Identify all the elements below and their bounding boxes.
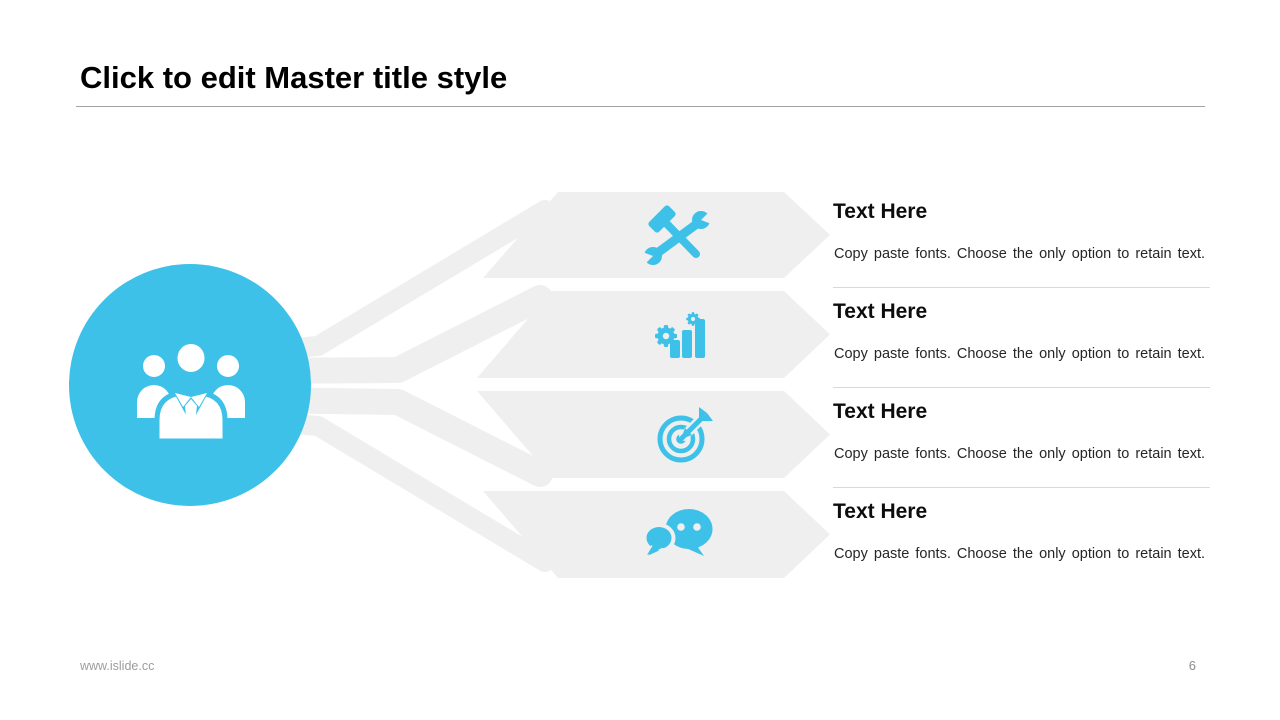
item-2-heading[interactable]: Text Here	[833, 300, 928, 323]
team-icon	[137, 339, 245, 444]
hub-circle[interactable]	[69, 264, 311, 506]
arrow-banner-3[interactable]	[477, 391, 830, 478]
footer-url: www.islide.cc	[80, 659, 155, 673]
slide-title[interactable]: Click to edit Master title style	[80, 60, 508, 95]
tools-icon	[640, 205, 714, 266]
item-1-body[interactable]: Copy paste fonts. Choose the only option…	[834, 246, 1206, 262]
item-4-heading[interactable]: Text Here	[833, 500, 928, 523]
item-divider-1	[833, 287, 1210, 288]
item-3-body[interactable]: Copy paste fonts. Choose the only option…	[834, 446, 1206, 462]
item-3-heading[interactable]: Text Here	[833, 400, 928, 423]
target-icon	[657, 407, 713, 463]
item-4-body[interactable]: Copy paste fonts. Choose the only option…	[834, 546, 1206, 562]
item-divider-2	[833, 387, 1210, 388]
arrow-banner-2[interactable]	[477, 291, 830, 378]
chat-icon	[639, 509, 713, 563]
item-1-heading[interactable]: Text Here	[833, 200, 928, 223]
item-divider-3	[833, 487, 1210, 488]
page-number: 6	[1188, 658, 1196, 673]
title-divider	[76, 106, 1205, 107]
growth-chart-icon	[655, 312, 705, 358]
item-2-body[interactable]: Copy paste fonts. Choose the only option…	[834, 346, 1206, 362]
arrow-banner-1[interactable]	[483, 192, 830, 278]
